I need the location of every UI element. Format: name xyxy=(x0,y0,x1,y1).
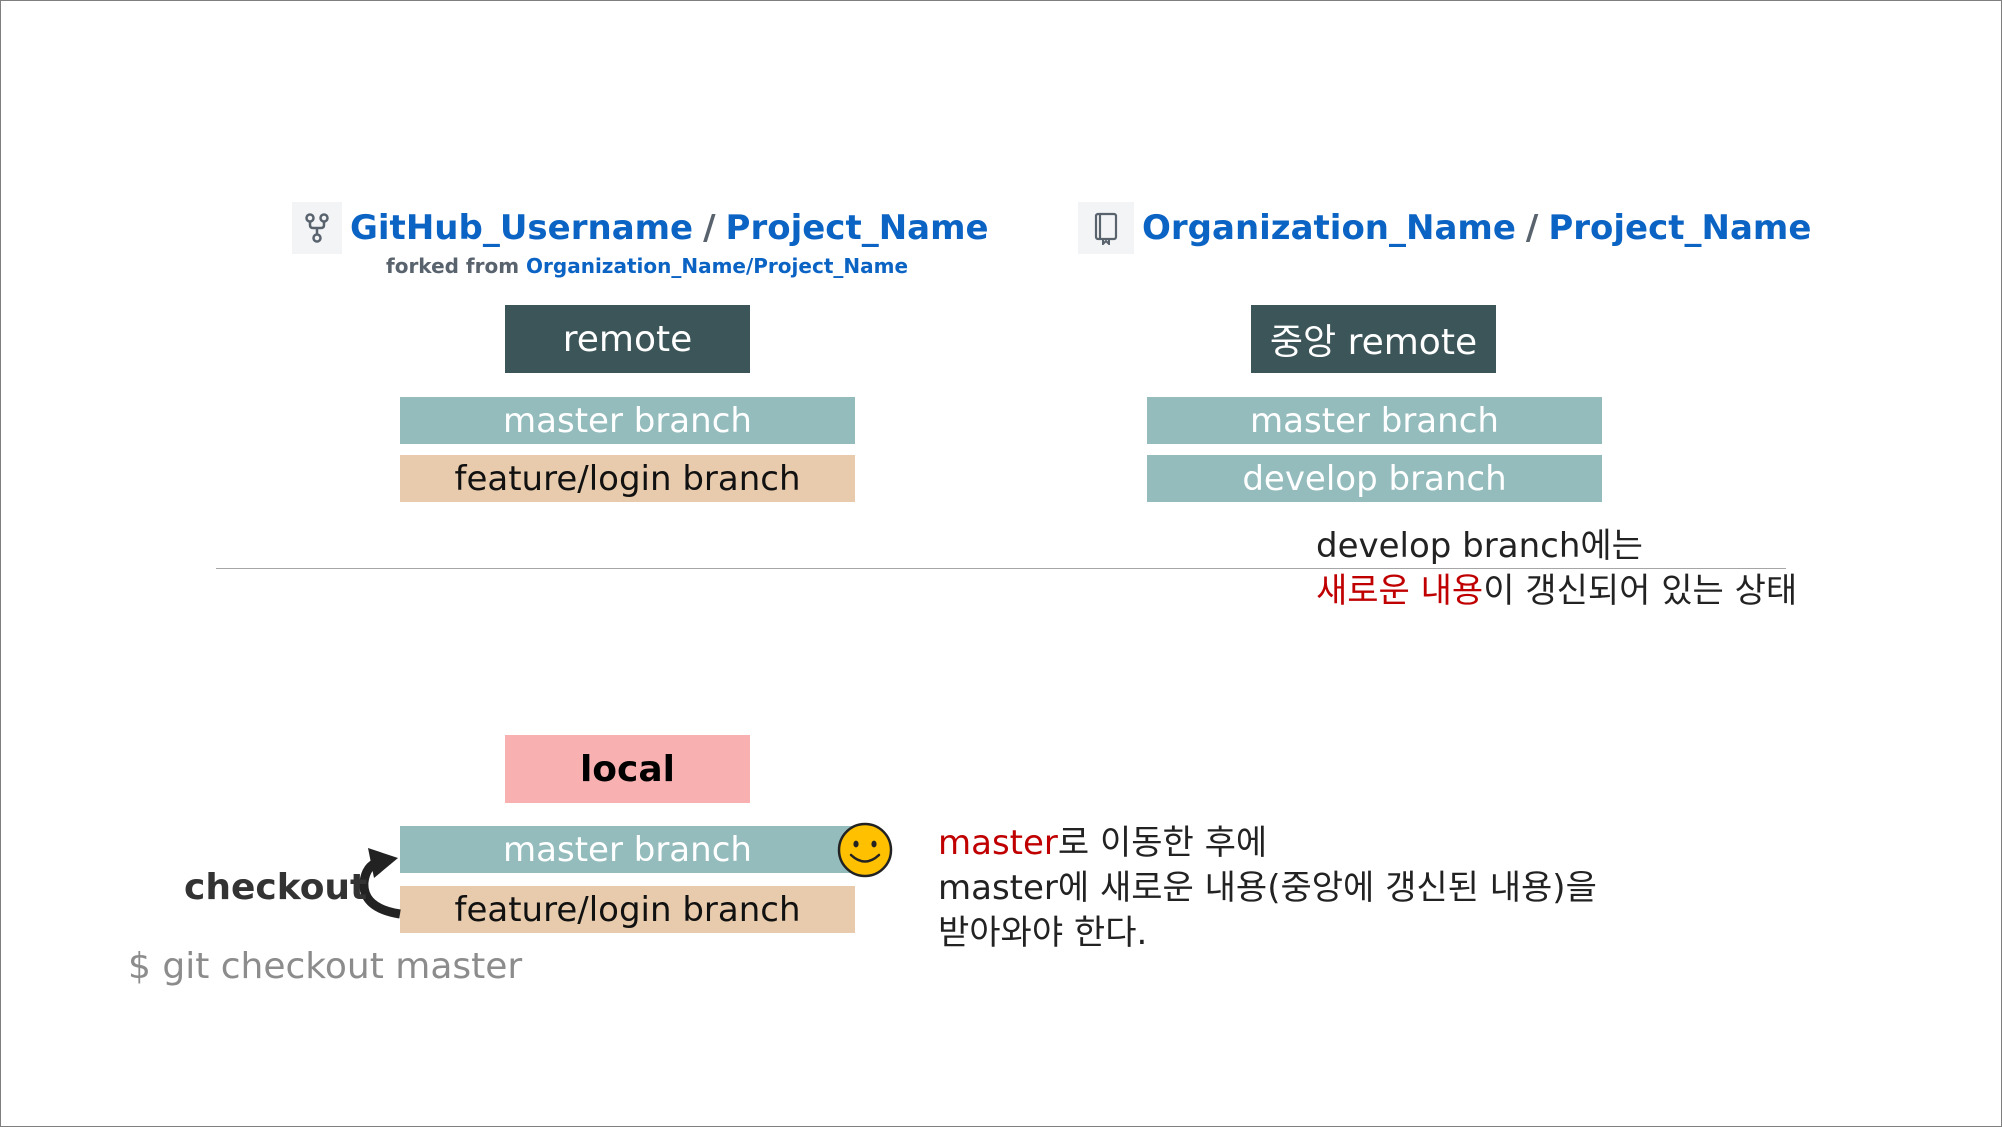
local-note-highlight: master xyxy=(938,823,1058,863)
local-note-line1: master로 이동한 후에 xyxy=(938,821,1597,866)
left-repo-separator: / xyxy=(703,208,716,248)
repo-book-icon xyxy=(1078,202,1134,254)
remote-feature-login-branch: feature/login branch xyxy=(400,455,855,502)
git-checkout-command: $ git checkout master xyxy=(128,946,523,987)
local-note-line2: master에 새로운 내용(중앙에 갱신된 내용)을 xyxy=(938,868,1597,908)
local-feature-login-branch: feature/login branch xyxy=(400,886,855,933)
develop-update-note: develop branch에는 새로운 내용이 갱신되어 있는 상태 xyxy=(1316,524,1797,614)
remote-local-divider xyxy=(216,568,1786,569)
right-repo-name-link[interactable]: Project_Name xyxy=(1548,208,1812,248)
remote-box: remote xyxy=(505,305,750,373)
central-develop-branch: develop branch xyxy=(1147,455,1602,502)
develop-note-line2: 새로운 내용이 갱신되어 있는 상태 xyxy=(1316,569,1797,614)
right-repo-owner-link[interactable]: Organization_Name xyxy=(1142,208,1516,248)
curved-arrow-up-icon xyxy=(359,848,401,919)
remote-master-branch: master branch xyxy=(400,397,855,444)
checkout-label: checkout xyxy=(184,867,368,908)
central-remote-box: 중앙 remote xyxy=(1251,305,1496,373)
local-master-branch: master branch xyxy=(400,826,855,873)
fork-icon xyxy=(292,202,342,254)
forked-source-link[interactable]: Organization_Name/Project_Name xyxy=(526,254,909,278)
develop-note-highlight: 새로운 내용 xyxy=(1316,571,1484,611)
develop-note-line1: develop branch에는 xyxy=(1316,526,1643,566)
left-repo-owner-link[interactable]: GitHub_Username xyxy=(350,208,694,248)
local-note-line1-rest: 로 이동한 후에 xyxy=(1057,823,1268,863)
right-repo-separator: / xyxy=(1525,208,1539,248)
local-box: local xyxy=(505,735,750,803)
smiley-icon xyxy=(837,822,893,878)
left-repo-name-link[interactable]: Project_Name xyxy=(725,208,989,248)
forked-from-line: forked from Organization_Name/Project_Na… xyxy=(386,254,908,278)
develop-note-rest: 이 갱신되어 있는 상태 xyxy=(1483,571,1798,611)
local-instruction-note: master로 이동한 후에 master에 새로운 내용(중앙에 갱신된 내용… xyxy=(938,821,1597,956)
left-repo-title: GitHub_Username / Project_Name xyxy=(292,200,989,256)
right-repo-title: Organization_Name / Project_Name xyxy=(1078,200,1811,256)
forked-from-prefix: forked from xyxy=(386,254,520,278)
local-note-line3: 받아와야 한다. xyxy=(938,913,1148,953)
central-master-branch: master branch xyxy=(1147,397,1602,444)
